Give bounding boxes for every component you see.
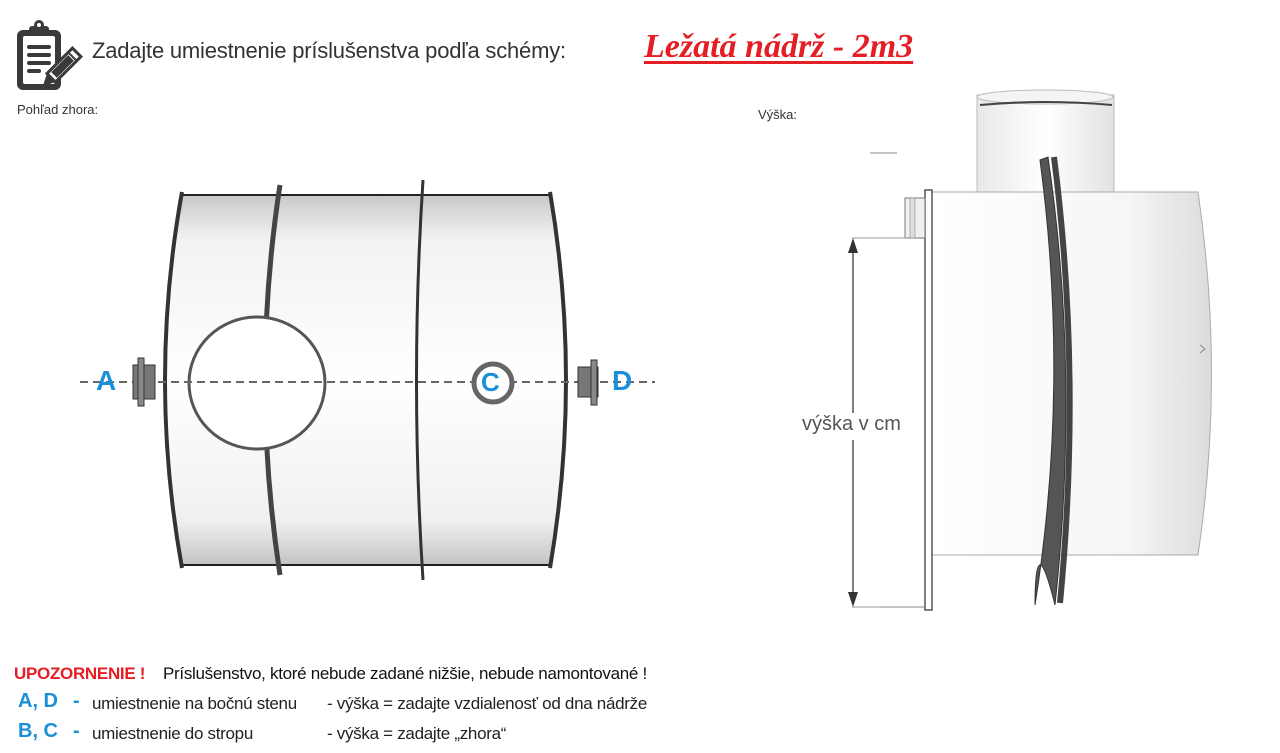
height-dimension-label: výška v cm xyxy=(800,413,903,436)
warning-label: UPOZORNENIE ! xyxy=(14,664,146,683)
legend-codes-ad: A, D xyxy=(18,690,58,712)
legend-codes-bc: B, C xyxy=(18,720,58,742)
marker-c-label: C xyxy=(481,367,500,397)
legend-dash-bc: - xyxy=(73,720,80,742)
top-view-diagram xyxy=(70,170,670,600)
legend-placement-bc: umiestnenie do stropu xyxy=(92,724,253,743)
legend-dash-ad: - xyxy=(73,690,80,712)
marker-d-label: D xyxy=(612,365,633,396)
legend-height-rule-bc: - výška = zadajte „zhora“ xyxy=(327,724,507,743)
side-view-diagram xyxy=(830,85,1230,615)
legend-height-rule-ad: - výška = zadajte vzdialenosť od dna nád… xyxy=(327,694,647,713)
marker-a-label: A xyxy=(96,365,117,396)
warning-text: Príslušenstvo, ktoré nebude zadané nižši… xyxy=(163,664,647,683)
tank-type-title: Ležatá nádrž - 2m3 xyxy=(644,28,914,65)
top-view-label: Pohľad zhora: xyxy=(17,102,99,117)
clipboard-edit-icon xyxy=(14,18,84,94)
legend-placement-ad: umiestnenie na bočnú stenu xyxy=(92,694,297,713)
side-view-label: Výška: xyxy=(758,107,798,122)
page-title: Zadajte umiestnenie príslušenstva podľa … xyxy=(92,38,566,63)
